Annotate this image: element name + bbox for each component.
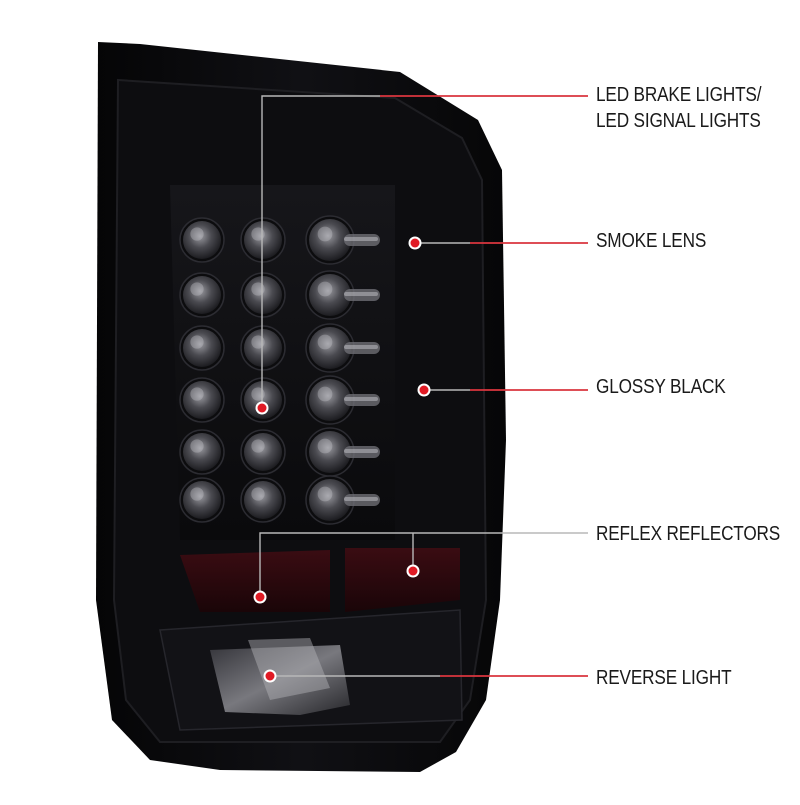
led-bulb <box>240 325 286 371</box>
marker-dot <box>419 385 429 395</box>
led-bulb <box>240 377 286 423</box>
leader-line <box>408 236 588 250</box>
led-bulb <box>179 325 225 371</box>
leader-line <box>255 95 588 415</box>
marker-dot <box>408 566 418 576</box>
leader-line <box>263 669 588 683</box>
led-bulb <box>179 377 225 423</box>
led-bulb <box>305 375 380 425</box>
marker-dot <box>255 592 265 602</box>
led-bulb <box>305 323 380 373</box>
callout-reverse-label: REVERSE LIGHT <box>596 667 732 689</box>
marker-dot <box>257 403 267 413</box>
callout-led-line-2: LED SIGNAL LIGHTS <box>596 110 761 132</box>
led-bulb <box>305 427 380 477</box>
reverse-light-reflector <box>210 645 350 715</box>
leader-line <box>417 383 588 397</box>
marker-dot <box>265 671 275 681</box>
callout-led-line-1: LED BRAKE LIGHTS/ <box>596 84 762 106</box>
led-array <box>179 215 380 525</box>
led-bulb <box>240 477 286 523</box>
led-bulb <box>179 217 225 263</box>
callout-smoke-label: SMOKE LENS <box>596 230 707 252</box>
led-bulb <box>240 429 286 475</box>
reflex-reflector-right <box>345 548 460 612</box>
led-bulb <box>240 217 286 263</box>
leader-line <box>253 532 588 604</box>
led-bulb <box>179 272 225 318</box>
callout-leaders <box>253 95 588 683</box>
callout-glossy-label: GLOSSY BLACK <box>596 376 726 398</box>
led-bulb <box>305 475 380 525</box>
leader-line <box>406 533 420 578</box>
led-bulb <box>240 272 286 318</box>
callout-led-label: LED BRAKE LIGHTS/ LED SIGNAL LIGHTS <box>596 82 761 134</box>
led-bulb <box>179 429 225 475</box>
led-bulb <box>179 477 225 523</box>
reflex-reflector-left <box>180 550 330 612</box>
reverse-light-facet <box>248 638 330 700</box>
led-bulb <box>305 270 380 320</box>
callout-reflex-label: REFLEX REFLECTORS <box>596 523 781 545</box>
marker-dot <box>410 238 420 248</box>
led-bulb <box>305 215 380 265</box>
